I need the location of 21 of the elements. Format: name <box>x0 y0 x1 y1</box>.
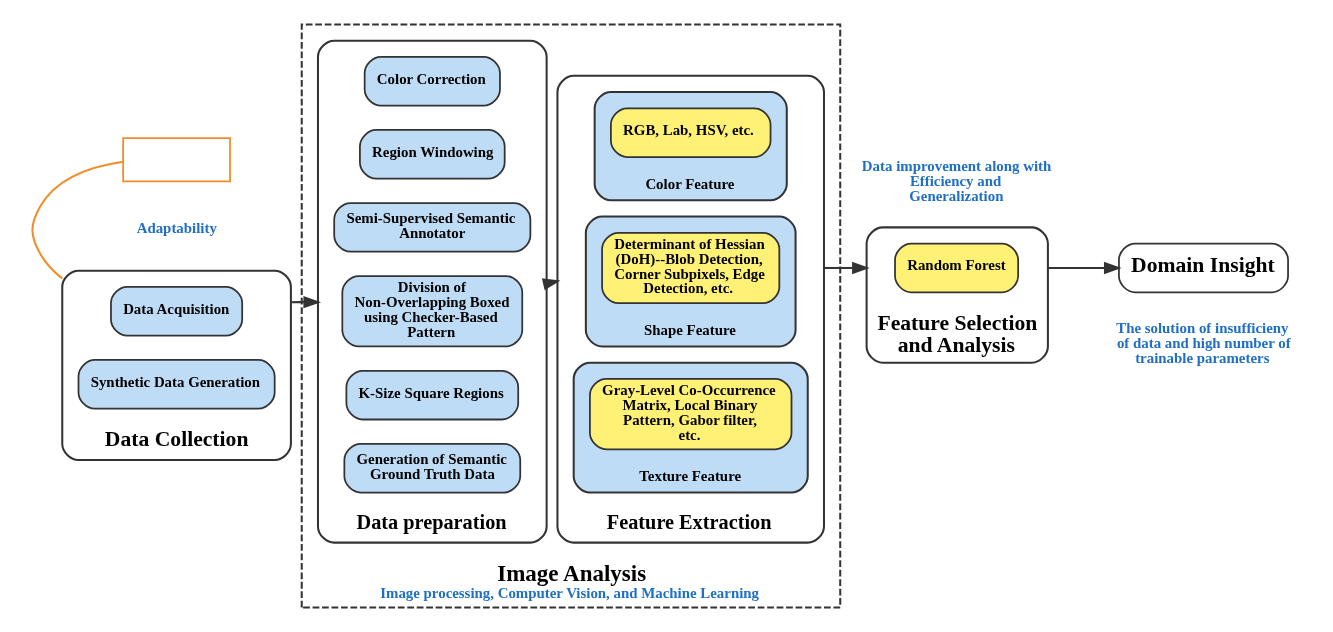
arrow <box>823 261 870 275</box>
arrow <box>1047 261 1122 275</box>
connector <box>30 160 123 280</box>
node-label: Data improvement along with Efficiency and Generalization <box>861 157 1051 204</box>
node-box: Synthetic Data Generation <box>77 359 276 410</box>
node-box: Region Windowing <box>358 129 506 180</box>
node-box: Data Acquisition <box>109 286 243 337</box>
node-box: RGB, Lab, HSV, etc. <box>609 107 771 158</box>
node-box: Semi-Supervised Semantic Annotator <box>332 202 531 253</box>
node-box: K-Size Square Regions <box>345 369 519 421</box>
node-box: Generation of Semantic Ground Truth Data <box>342 443 521 494</box>
node-label: Adaptability <box>136 219 217 236</box>
node-box: Division of Non-Overlapping Boxed using Checker-Based Pattern <box>340 275 523 348</box>
node-box: Determinant of Hessian (DoH)--Blob Detection, Corner Subpixels, Edge Detection, etc. <box>600 231 780 305</box>
node-box: Random Forest <box>893 242 1019 294</box>
node-box <box>121 137 231 183</box>
node-box: Gray-Level Co-Occurrence Matrix, Local Binary Pattern, Gabor filter, etc. <box>588 378 792 451</box>
node-label: The solution of insufficieny of data and high number of trainable parameters <box>1115 320 1291 367</box>
arrow <box>290 295 321 309</box>
node-box: Domain Insight <box>1117 242 1289 294</box>
node-box: Color Correction <box>363 56 501 107</box>
